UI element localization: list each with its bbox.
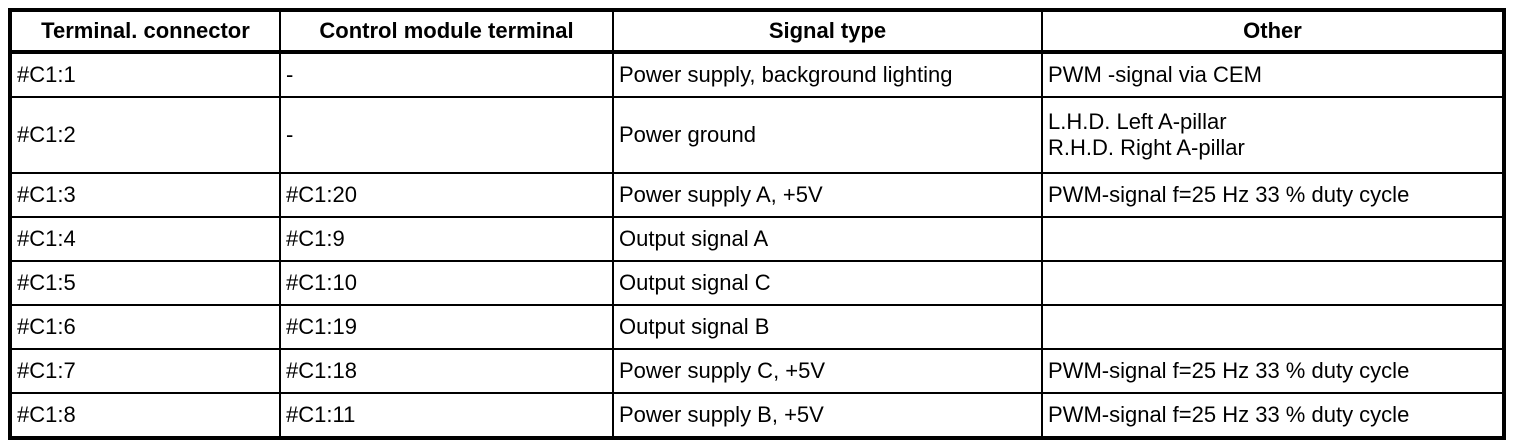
cell-signal-type: Output signal B — [612, 304, 1043, 350]
cell-other: PWM-signal f=25 Hz 33 % duty cycle — [1041, 392, 1505, 439]
table-row: #C1:1 - Power supply, background lightin… — [9, 51, 1505, 98]
table-row: #C1:3 #C1:20 Power supply A, +5V PWM-sig… — [9, 172, 1505, 218]
cell-module-terminal: #C1:9 — [279, 216, 614, 262]
cell-module-terminal: #C1:11 — [279, 392, 614, 439]
cell-terminal: #C1:1 — [9, 51, 281, 98]
col-header-signal-type: Signal type — [612, 9, 1043, 54]
cell-terminal: #C1:7 — [9, 348, 281, 394]
table-row: #C1:2 - Power ground L.H.D. Left A-pilla… — [9, 96, 1505, 174]
cell-module-terminal: #C1:19 — [279, 304, 614, 350]
table-row: #C1:4 #C1:9 Output signal A — [9, 216, 1505, 262]
col-header-terminal-connector: Terminal. connector — [9, 9, 281, 54]
pinout-table-container: Terminal. connector Control module termi… — [8, 8, 1506, 440]
table-header-row: Terminal. connector Control module termi… — [9, 9, 1505, 54]
col-header-other: Other — [1041, 9, 1505, 54]
terminal-pinout-table: Terminal. connector Control module termi… — [8, 8, 1506, 440]
cell-module-terminal: #C1:20 — [279, 172, 614, 218]
cell-other: PWM-signal f=25 Hz 33 % duty cycle — [1041, 172, 1505, 218]
cell-terminal: #C1:6 — [9, 304, 281, 350]
cell-module-terminal: - — [279, 51, 614, 98]
table-row: #C1:6 #C1:19 Output signal B — [9, 304, 1505, 350]
cell-terminal: #C1:8 — [9, 392, 281, 439]
cell-terminal: #C1:4 — [9, 216, 281, 262]
cell-other — [1041, 304, 1505, 350]
cell-other: PWM -signal via CEM — [1041, 51, 1505, 98]
cell-signal-type: Power supply B, +5V — [612, 392, 1043, 439]
cell-signal-type: Power supply A, +5V — [612, 172, 1043, 218]
cell-signal-type: Output signal C — [612, 260, 1043, 306]
cell-module-terminal: #C1:10 — [279, 260, 614, 306]
table-row: #C1:7 #C1:18 Power supply C, +5V PWM-sig… — [9, 348, 1505, 394]
table-row: #C1:5 #C1:10 Output signal C — [9, 260, 1505, 306]
cell-signal-type: Power ground — [612, 96, 1043, 174]
cell-module-terminal: - — [279, 96, 614, 174]
col-header-control-module-terminal: Control module terminal — [279, 9, 614, 54]
table-row: #C1:8 #C1:11 Power supply B, +5V PWM-sig… — [9, 392, 1505, 439]
cell-signal-type: Power supply C, +5V — [612, 348, 1043, 394]
cell-terminal: #C1:5 — [9, 260, 281, 306]
cell-signal-type: Output signal A — [612, 216, 1043, 262]
cell-signal-type: Power supply, background lighting — [612, 51, 1043, 98]
cell-other: PWM-signal f=25 Hz 33 % duty cycle — [1041, 348, 1505, 394]
cell-terminal: #C1:3 — [9, 172, 281, 218]
cell-terminal: #C1:2 — [9, 96, 281, 174]
cell-module-terminal: #C1:18 — [279, 348, 614, 394]
cell-other — [1041, 216, 1505, 262]
cell-other: L.H.D. Left A-pillar R.H.D. Right A-pill… — [1041, 96, 1505, 174]
cell-other — [1041, 260, 1505, 306]
